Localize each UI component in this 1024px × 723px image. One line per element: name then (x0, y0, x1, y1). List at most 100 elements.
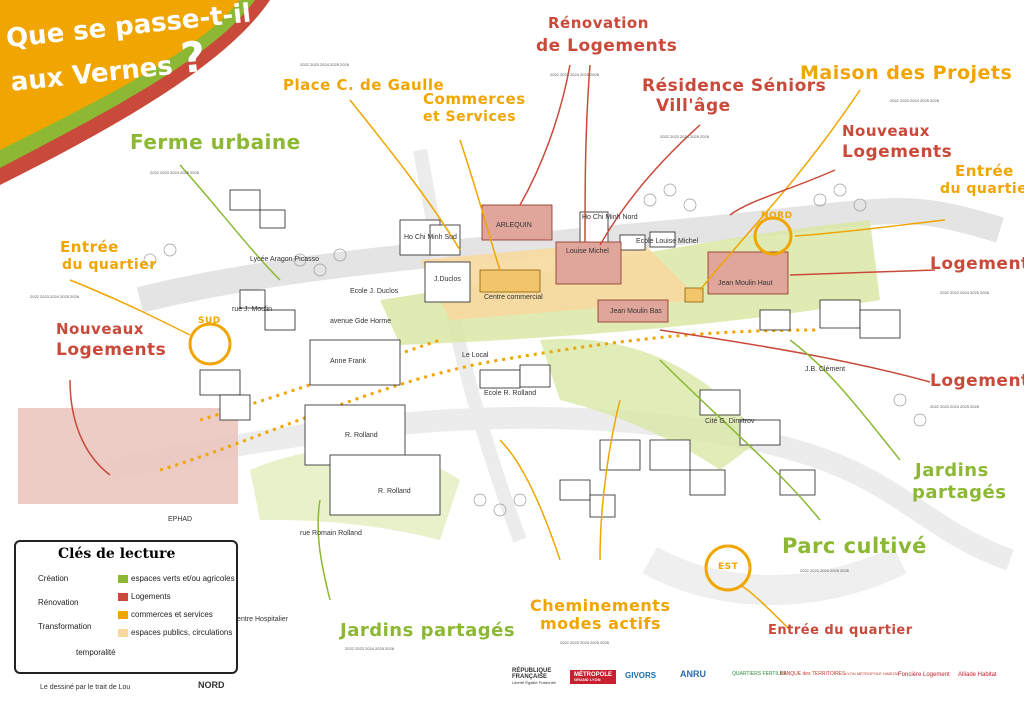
legend-commerces: commerces et services (131, 610, 213, 619)
timeline: 2022 2023 2024 2025 2026 (890, 98, 939, 103)
building-j-duclos: J.Duclos (434, 276, 461, 283)
legend: Clés de lecture Création Rénovation Tran… (14, 540, 238, 674)
label-cheminements-1: Cheminements (530, 596, 671, 615)
logo-fonciere-logement: Foncière Logement (898, 672, 950, 678)
label-entree-right-1: Entrée (955, 162, 1014, 180)
building-jean-moulin-haut: Jean Moulin Haut (718, 280, 773, 287)
title-banner (0, 0, 270, 185)
label-commerces: Commerces (423, 90, 526, 108)
logo-anru: ANRU (680, 669, 706, 679)
legend-renovation: Rénovation (38, 598, 79, 607)
logo-republique-1: RÉPUBLIQUE (512, 668, 552, 674)
timeline: 2022 2023 2024 2025 2026 (300, 62, 349, 67)
legend-swatch-light-orange (118, 628, 128, 637)
building-r-rolland-1: R. Rolland (345, 432, 378, 439)
building-cite-dimitrov: Cité G. Dimitrov (705, 418, 755, 425)
timeline: 2022 2023 2024 2025 2026 (560, 640, 609, 645)
label-nord-circle: NORD (761, 211, 793, 221)
label-vill-age: Vill'âge (656, 96, 731, 116)
green-space (540, 338, 760, 470)
street-rue-romain-rolland: rue Romain Rolland (300, 530, 362, 537)
building-jb-clement: J.B. Clément (805, 366, 846, 373)
logo-quartiers-fertiles: QUARTIERS FERTILES (732, 671, 787, 677)
timeline: 2022 2023 2024 2025 2026 (660, 134, 709, 139)
timeline: 2022 2023 2024 2025 2026 (800, 568, 849, 573)
label-entree-right-2: du quartier (940, 181, 1024, 197)
timeline: 2022 2023 2024 2025 2026 (30, 294, 79, 299)
partner-logos: RÉPUBLIQUE FRANÇAISE Liberté Égalité Fra… (500, 660, 1020, 715)
street-avenue-gde-horme: avenue Gde Horme (330, 318, 392, 325)
legend-swatch-orange (118, 610, 128, 619)
street-rue-jean-moulin: rue J. Moulin (232, 306, 273, 313)
legend-swatch-red (118, 592, 128, 601)
legend-title: Clés de lecture (58, 546, 176, 562)
legend-creation: Création (38, 574, 69, 583)
label-logements-right-1: Logements (930, 254, 1024, 274)
building-ecole-j-duclos: Ecole J. Duclos (350, 288, 399, 295)
label-parc-cultive: Parc cultivé (782, 534, 927, 558)
label-et-services: et Services (423, 109, 517, 125)
building-arlequin: ARLEQUIN (496, 222, 532, 229)
legend-logements: Logements (131, 592, 171, 601)
maison-projets-building (684, 287, 704, 303)
label-entree-bottom: Entrée du quartier (768, 623, 913, 638)
logo-metropole: MÉTROPOLE GRAND LYON (570, 670, 617, 685)
legend-espaces-publics-row: espaces publics, circulations (118, 628, 232, 637)
timeline: 2022 2023 2024 2025 2026 (930, 404, 979, 409)
building-ecole-louise-michel: Ecole Louise Michel (636, 238, 699, 245)
title-question-mark: ? (178, 31, 208, 83)
timeline: 2022 2023 2024 2025 2026 (345, 646, 394, 651)
timeline: 2022 2023 2024 2025 2026 (550, 72, 599, 77)
label-est: EST (718, 562, 739, 572)
timeline: 2022 2023 2024 2025 2026 (150, 170, 199, 175)
building-r-rolland-2: R. Rolland (378, 488, 411, 495)
label-jardins-partages-right-1: Jardins (915, 460, 989, 481)
label-cheminements-2: modes actifs (540, 614, 661, 633)
building-louise-michel: Louise Michel (566, 248, 609, 255)
logo-givors: GIVORS (625, 671, 657, 680)
building-ecole-r-rolland: Ecole R. Rolland (484, 390, 537, 397)
legend-temporalite: temporalité (76, 648, 116, 657)
building-centre-commercial: Centre commercial (484, 294, 543, 301)
legend-espaces-verts-row: espaces verts et/ou agricoles (118, 574, 235, 583)
label-nouveaux-logements-left-2: Logements (56, 340, 167, 360)
label-entree-left-1: Entrée (60, 238, 119, 256)
label-jardins-partages-bottom: Jardins partagés (340, 620, 516, 641)
housing-zone (18, 408, 238, 504)
label-logements-right-2: Logements (930, 371, 1024, 391)
building-jean-moulin-bas: Jean Moulin Bas (610, 308, 662, 315)
legend-logements-row: Logements (118, 592, 171, 601)
label-sud: SUD (198, 316, 221, 326)
legend-commerces-row: commerces et services (118, 610, 213, 619)
timeline: 2022 2023 2024 2025 2026 (940, 290, 989, 295)
logo-devise: Liberté Égalité Fraternité (512, 679, 556, 685)
legend-espaces-publics: espaces publics, circulations (131, 628, 233, 637)
label-nouveaux-logements-left-1: Nouveaux (56, 320, 144, 338)
label-nouveaux-logements-right-2: Logements (842, 142, 953, 162)
north-arrow: NORD (198, 680, 225, 690)
label-maison-des-projets: Maison des Projets (800, 62, 1013, 84)
label-residence-seniors: Résidence Séniors (642, 76, 827, 96)
label-jardins-partages-right-2: partagés (912, 482, 1007, 503)
label-renovation: Rénovation (548, 14, 649, 32)
road (642, 546, 907, 605)
label-entree-left-2: du quartier (62, 257, 157, 273)
logo-banque-territoires: BANQUE des TERRITOIRES (780, 671, 846, 677)
legend-espaces-verts: espaces verts et/ou agricoles (131, 574, 235, 583)
building-ephad: EPHAD (168, 516, 193, 523)
logo-republique: RÉPUBLIQUE FRANÇAISE Liberté Égalité Fra… (512, 668, 556, 685)
label-ferme-urbaine: Ferme urbaine (130, 130, 301, 154)
logo-metropole-1: MÉTROPOLE (574, 672, 613, 678)
logo-alliade-habitat: Alliade Habitat (958, 672, 997, 678)
commerce-building (479, 269, 541, 293)
logo-metropole-2: GRAND LYON (574, 677, 601, 683)
logo-republique-2: FRANÇAISE (512, 674, 548, 681)
legend-transformation: Transformation (38, 622, 92, 631)
building-centre-hospitalier: Centre Hospitalier (232, 616, 289, 623)
legend-swatch-green (118, 574, 128, 583)
building-anne-frank: Anne Frank (330, 358, 367, 365)
building-lycee: Lycée Aragon Picasso (250, 256, 320, 263)
label-de-logements: de Logements (536, 36, 678, 56)
building-ho-chi-minh-nord: Ho Chi Minh Nord (582, 214, 638, 221)
